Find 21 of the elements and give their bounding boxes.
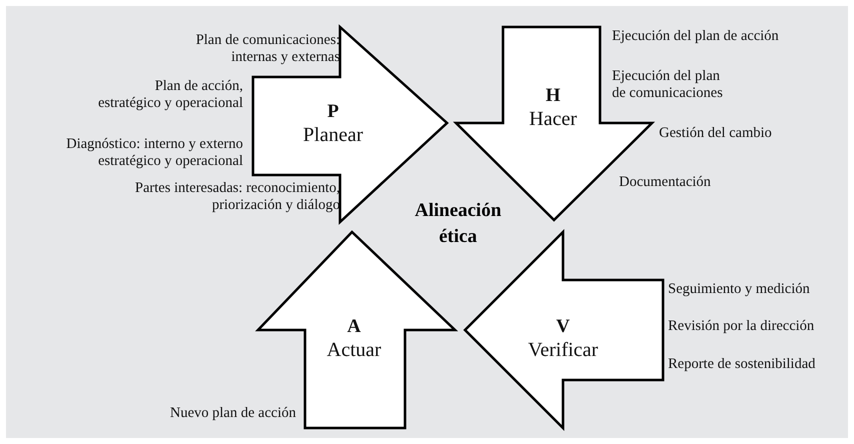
activity-text: Partes interesadas: reconocimiento, priorización y diálogo [134, 180, 340, 214]
activity-text: Documentación [619, 174, 712, 191]
activity-text: Ejecución del plan de acción [612, 28, 780, 45]
phase-letter: P [327, 101, 339, 123]
phase-letter: A [347, 316, 361, 338]
phase-name: Actuar [326, 338, 382, 362]
activity-text: Revisión por la dirección [668, 318, 816, 335]
activity-text: Plan de comunicaciones: internas y externas [194, 32, 340, 66]
phase-letter: H [546, 85, 560, 107]
activity-text: Plan de acción, estratégico y operacional [97, 78, 243, 112]
activity-text: Ejecución del plan de comunicaciones [612, 68, 724, 102]
center-label: Alineación ética [414, 199, 502, 249]
activity-text: Reporte de sostenibilidad [668, 356, 816, 373]
activity-text: Gestión del cambio [659, 125, 773, 142]
activity-text: Seguimiento y medición [668, 281, 811, 298]
activity-text: Nuevo plan de acción [168, 405, 296, 422]
activity-text: Diagnóstico: interno y externo estratégico y operacional [65, 136, 243, 170]
phase-letter: V [556, 316, 570, 338]
phase-name: Planear [303, 123, 363, 147]
phase-name: Hacer [529, 107, 577, 131]
phase-name: Verificar [528, 338, 598, 362]
